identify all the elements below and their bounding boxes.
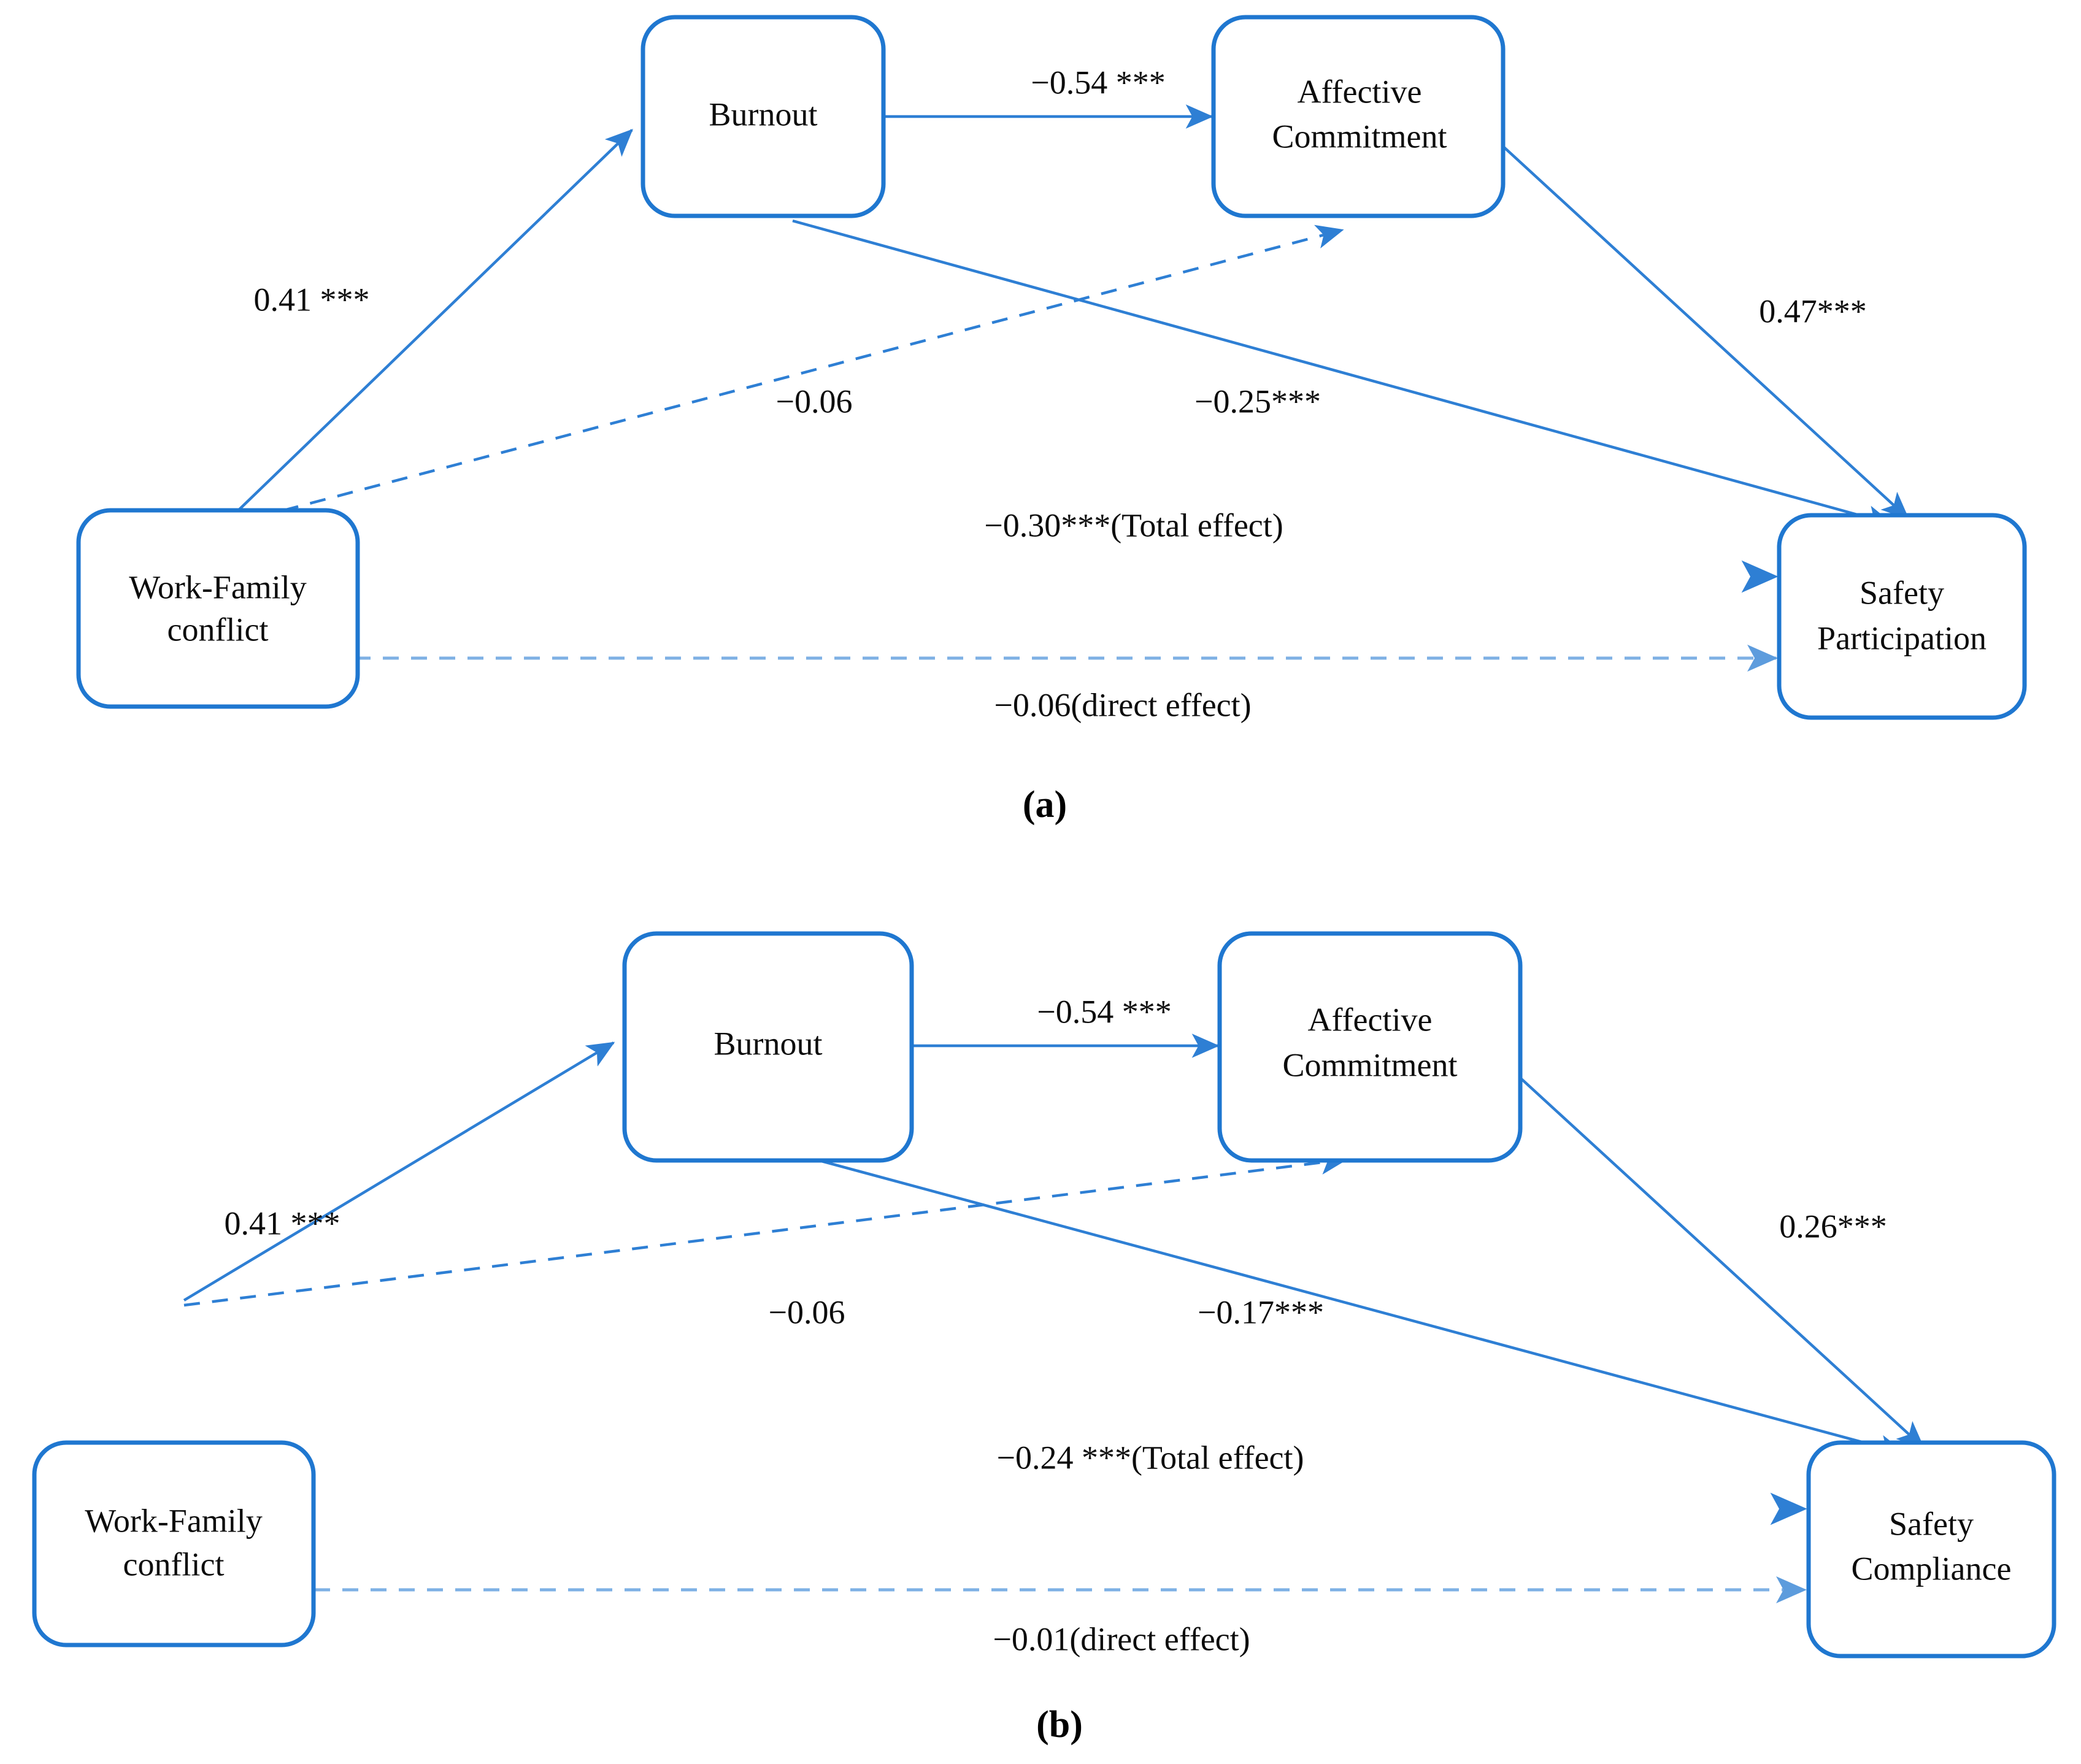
edge-label-wfc-to-outcome-total: −0.30***(Total effect) bbox=[984, 507, 1283, 543]
node-box-burnout[interactable] bbox=[640, 15, 886, 218]
edge-label-wfc-to-burnout: 0.41 *** bbox=[254, 281, 370, 318]
edge-wfc-to-affective-commitment bbox=[228, 224, 1344, 527]
panel-b: Work-Family conflict Burnout Affective C… bbox=[0, 859, 2081, 1764]
node-label-work-family-conflict-line1: Work-Family bbox=[85, 1502, 263, 1539]
edge-label-wfc-to-affective-commitment: −0.06 bbox=[776, 383, 853, 420]
edge-label-wfc-to-affective-commitment: −0.06 bbox=[769, 1294, 845, 1330]
edge-label-wfc-to-outcome-direct: −0.01(direct effect) bbox=[993, 1620, 1250, 1657]
node-box-work-family-conflict[interactable] bbox=[76, 508, 360, 709]
node-work-family-conflict[interactable]: Work-Family conflict bbox=[76, 508, 360, 709]
node-label-safety-compliance-line1: Safety bbox=[1889, 1505, 1974, 1542]
node-label-safety-participation-line1: Safety bbox=[1860, 574, 1944, 611]
edge-label-affective-commitment-to-outcome: 0.47*** bbox=[1759, 293, 1867, 329]
node-label-affective-commitment-line1: Affective bbox=[1298, 73, 1422, 110]
node-box-burnout[interactable] bbox=[622, 931, 914, 1163]
edge-label-burnout-to-affective-commitment: −0.54 *** bbox=[1031, 64, 1165, 101]
edge-label-burnout-to-outcome: −0.17*** bbox=[1198, 1294, 1324, 1330]
node-box-safety-compliance[interactable] bbox=[1806, 1440, 2056, 1659]
node-box-work-family-conflict[interactable] bbox=[32, 1440, 316, 1647]
node-label-burnout: Burnout bbox=[714, 1025, 822, 1062]
node-label-work-family-conflict-line2: conflict bbox=[167, 611, 269, 648]
panel-caption-a: (a) bbox=[1023, 784, 1067, 826]
node-box-affective-commitment[interactable] bbox=[1211, 15, 1506, 218]
node-label-work-family-conflict-line1: Work-Family bbox=[129, 569, 307, 605]
panel-a: Work-Family conflict Burnout Affective C… bbox=[0, 0, 2081, 871]
node-box-safety-participation[interactable] bbox=[1777, 513, 2027, 720]
edge-wfc-to-burnout bbox=[227, 129, 633, 521]
node-burnout[interactable]: Burnout bbox=[640, 15, 886, 218]
node-label-affective-commitment-line1: Affective bbox=[1308, 1001, 1433, 1038]
node-work-family-conflict[interactable]: Work-Family conflict bbox=[32, 1440, 316, 1647]
edge-affective-commitment-to-outcome bbox=[1514, 1072, 1925, 1449]
node-box-affective-commitment[interactable] bbox=[1217, 931, 1523, 1163]
node-safety-participation[interactable]: Safety Participation bbox=[1777, 513, 2027, 720]
node-label-work-family-conflict-line2: conflict bbox=[123, 1546, 225, 1582]
node-affective-commitment[interactable]: Affective Commitment bbox=[1211, 15, 1506, 218]
edge-burnout-to-outcome bbox=[792, 219, 1894, 529]
node-label-affective-commitment-line2: Commitment bbox=[1272, 118, 1447, 155]
edge-label-wfc-to-burnout: 0.41 *** bbox=[225, 1205, 340, 1241]
node-safety-compliance[interactable]: Safety Compliance bbox=[1806, 1440, 2056, 1659]
node-burnout[interactable]: Burnout bbox=[622, 931, 914, 1163]
edge-wfc-to-burnout bbox=[183, 1041, 615, 1302]
node-label-affective-commitment-line2: Commitment bbox=[1282, 1046, 1457, 1083]
edge-label-wfc-to-outcome-total: −0.24 ***(Total effect) bbox=[996, 1439, 1304, 1476]
edge-affective-commitment-to-outcome bbox=[1499, 143, 1909, 520]
edge-wfc-to-affective-commitment bbox=[183, 1150, 1348, 1307]
edge-label-burnout-to-affective-commitment: −0.54 *** bbox=[1037, 993, 1171, 1030]
edge-label-burnout-to-outcome: −0.25*** bbox=[1194, 383, 1321, 420]
node-label-burnout: Burnout bbox=[709, 96, 817, 132]
panel-caption-b: (b) bbox=[1036, 1704, 1083, 1746]
edge-label-affective-commitment-to-outcome: 0.26*** bbox=[1779, 1208, 1887, 1244]
edge-label-wfc-to-outcome-direct: −0.06(direct effect) bbox=[994, 686, 1251, 723]
edge-burnout-to-outcome bbox=[780, 1148, 1907, 1459]
node-affective-commitment[interactable]: Affective Commitment bbox=[1217, 931, 1523, 1163]
node-label-safety-participation-line2: Participation bbox=[1817, 619, 1987, 656]
node-label-safety-compliance-line2: Compliance bbox=[1852, 1550, 2012, 1587]
